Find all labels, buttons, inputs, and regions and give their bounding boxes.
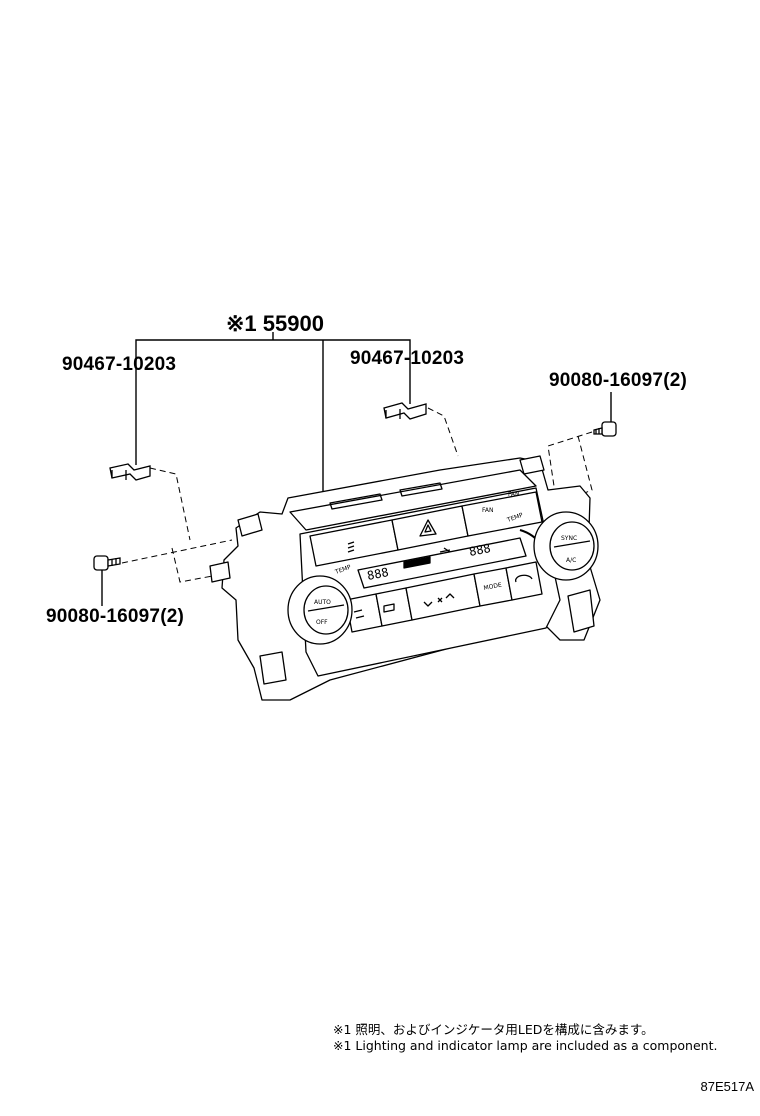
airflow-icon	[439, 547, 451, 553]
label-sync: SYNC	[561, 535, 577, 542]
dashed-screw-left-a	[121, 539, 233, 564]
button-windshield	[505, 561, 543, 601]
footnote-english: ※1 Lighting and indicator lamp are inclu…	[333, 1038, 718, 1053]
top-rim	[289, 469, 537, 531]
button-fan	[461, 491, 543, 537]
hazard-icon	[419, 519, 437, 537]
footnote-japanese: ※1 照明、およびインジケータ用LEDを構成に含みます。	[333, 1022, 654, 1037]
display-window	[357, 537, 527, 589]
callout-55900: ※1 55900	[226, 311, 324, 336]
label-off: OFF	[316, 619, 328, 626]
display-left-temp: 888	[366, 565, 390, 583]
temp-knob-right-face	[549, 521, 595, 571]
mount-tab-right	[567, 589, 595, 633]
label-ac: A/C	[566, 557, 576, 564]
callout-screw-right: 90080-16097(2)	[549, 370, 687, 391]
temp-knob-left-face	[303, 585, 349, 635]
fan-speed-arrows	[423, 593, 455, 607]
leader-lines	[101, 332, 612, 606]
mount-tab-top-left	[237, 513, 263, 537]
climate-control-panel: FAN FAN 888 888 MODE TEMP TEMP AUTO OFF	[209, 455, 601, 701]
dashed-cover-right	[427, 407, 459, 457]
mount-tab-top-right	[519, 455, 545, 475]
rear-defog-icon	[347, 541, 355, 553]
dashed-screw-right-a	[547, 431, 593, 487]
label-fan: FAN	[482, 507, 494, 514]
label-mode: MODE	[483, 582, 503, 592]
dashed-cover-left	[149, 467, 191, 541]
screw-left-icon	[93, 555, 121, 571]
cover-clip-left	[109, 463, 151, 481]
fan-icon	[437, 597, 443, 603]
mount-tab-bottom-left	[259, 651, 287, 685]
callout-screw-left: 90080-16097(2)	[46, 606, 184, 627]
callout-cover-left: 90467-10203	[62, 354, 176, 375]
cover-clip-right	[383, 402, 427, 420]
display-right-temp: 888	[468, 541, 492, 559]
fan-level-bar	[403, 556, 431, 569]
windshield-defog-icon	[515, 574, 533, 583]
mount-tab-left	[209, 561, 231, 583]
label-fan-2: FAN	[508, 491, 520, 498]
illustration-code: 87E517A	[700, 1079, 755, 1094]
label-auto: AUTO	[314, 599, 331, 606]
callout-cover-right: 90467-10203	[350, 348, 464, 369]
screw-right-icon	[593, 421, 617, 437]
dashed-screw-right-b	[561, 435, 593, 503]
